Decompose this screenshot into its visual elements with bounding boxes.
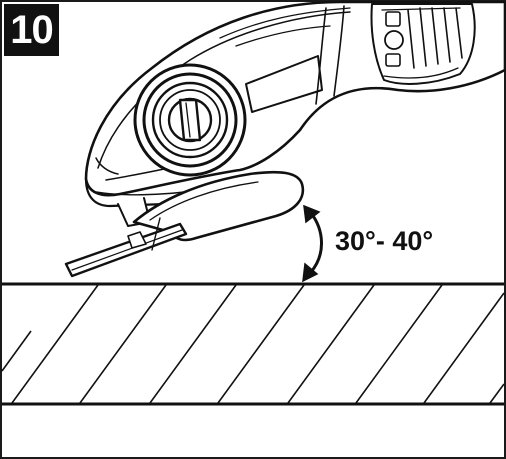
- switch-button: [385, 11, 401, 27]
- step-number-badge: 10: [4, 4, 59, 56]
- workpiece-hatching: [1, 284, 505, 404]
- clamp-knob: [133, 63, 247, 177]
- scraper-blade: [64, 170, 305, 278]
- angle-range-label: 30°- 40°: [335, 226, 434, 256]
- workpiece: [1, 282, 505, 406]
- switch-dial: [384, 30, 404, 50]
- tool-side-slot: [245, 55, 323, 113]
- curved-double-arrow-icon: [302, 204, 323, 283]
- multi-tool-icon: [64, 0, 506, 278]
